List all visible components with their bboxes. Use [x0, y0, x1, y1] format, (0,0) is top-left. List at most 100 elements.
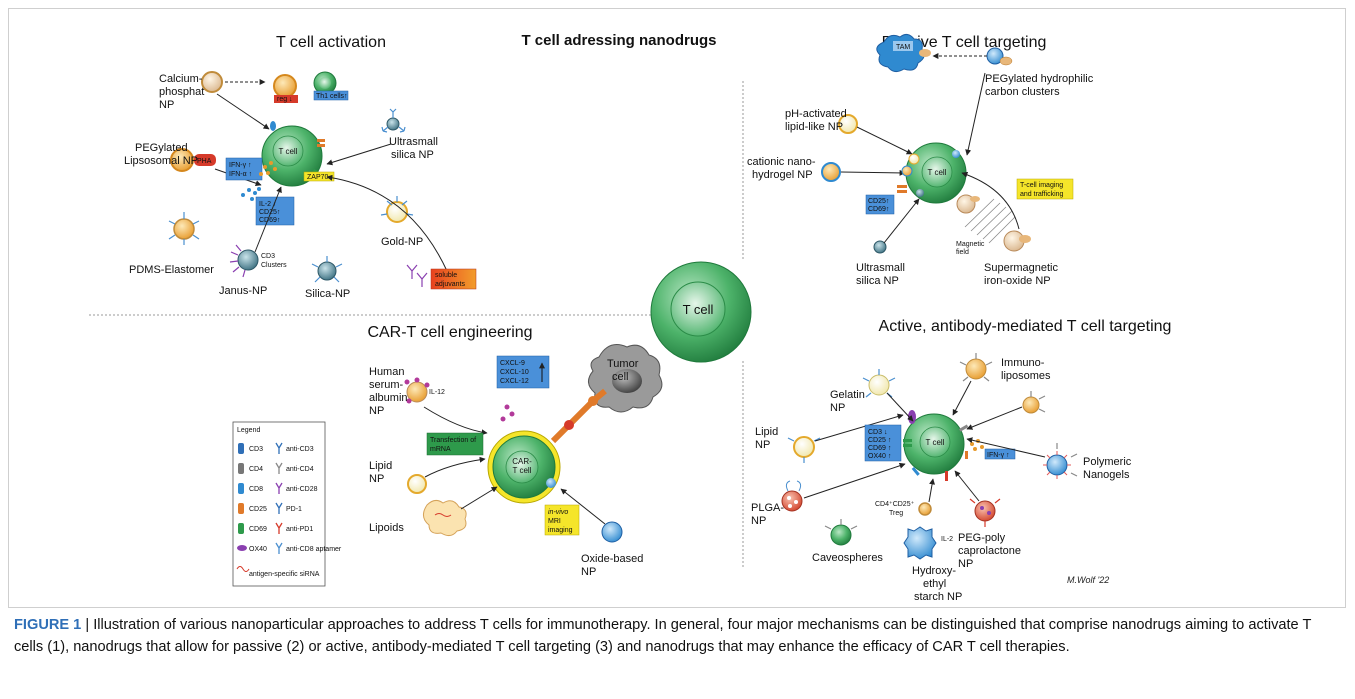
active-hes-label-2: ethyl [923, 578, 946, 590]
legend-item-left: CD3 [249, 446, 263, 453]
legend-symbol-cd69 [238, 523, 244, 534]
passive-cationic-label-1: cationic nano- [747, 156, 816, 168]
activation-calcium-label-2: phosphat [159, 86, 204, 98]
legend-item-left: OX40 [249, 546, 267, 553]
legend-antibody-icon [275, 542, 283, 554]
activation-calcium-label-1: Calcium- [159, 73, 203, 85]
cart-lipid-label-1: Lipid [369, 460, 392, 472]
legend-item-left: CD8 [249, 486, 263, 493]
active-gelatin-label-2: NP [830, 402, 845, 414]
active-immuno-label-1: Immuno- [1001, 357, 1045, 369]
activation-gold-label: Gold-NP [381, 236, 423, 248]
active-immuno-label-2: liposomes [1001, 370, 1051, 382]
activation-ifn1-label: IFN-γ ↑ [229, 162, 252, 169]
passive-cd69-label: CD69↑ [868, 206, 889, 213]
section-passive-targeting: Passive T cell targeting TAM PEGylated h… [747, 33, 1094, 287]
caption-text: Illustration of various nanoparticular a… [14, 617, 1312, 655]
passive-cell-label: T cell [928, 168, 947, 177]
activation-adjuvants-2: adjuvants [435, 281, 465, 288]
activation-cd3-clusters-2: Clusters [261, 262, 287, 269]
active-ifn-label: IFN-γ ↑ [987, 452, 1010, 459]
caption-label: FIGURE 1 [14, 617, 82, 633]
passive-pegh-label-1: PEGylated hydrophilic [985, 73, 1094, 85]
legend-item-right: anti-CD4 [286, 466, 314, 473]
passive-tam-label: TAM [896, 44, 910, 51]
legend-symbol-ox40 [237, 545, 247, 551]
cart-il12-label: IL-12 [429, 389, 445, 396]
passive-magnetic-label-2: field [956, 249, 969, 256]
activation-th1-label: Th1 cells↑ [316, 93, 348, 100]
legend-item-right: anti-CD3 [286, 446, 314, 453]
activation-zap70-label: ZAP70 [307, 174, 329, 181]
activation-pha-label: PHA [197, 158, 212, 165]
section-t-cell-activation: T cell activation T cell Calcium- phosph… [124, 34, 477, 300]
legend-item-right: anti-PD1 [286, 526, 313, 533]
passive-imaging-label-1: T-cell imaging [1020, 182, 1063, 189]
activation-janus-label: Janus-NP [219, 285, 267, 297]
active-plga-label-1: PLGA- [751, 502, 784, 514]
legend-title: Legend [237, 427, 260, 434]
legend-item-left: CD4 [249, 466, 263, 473]
legend-item-right: PD-1 [286, 506, 302, 513]
figure-panel: T cell adressing nanodrugs T cell T cell… [8, 8, 1346, 608]
cart-hsa-label-2: serum- [369, 379, 404, 391]
legend-symbol-cd25 [238, 503, 244, 514]
legend-symbol-cd4 [238, 463, 244, 474]
passive-iron-label-2: iron-oxide NP [984, 275, 1051, 287]
activation-pdms-label: PDMS-Elastomer [129, 264, 214, 276]
activation-title: T cell activation [276, 34, 386, 51]
cart-hsa-label-4: NP [369, 405, 384, 417]
cart-cell-label-1: CAR- [512, 457, 532, 466]
figure-diagram: T cell adressing nanodrugs T cell T cell… [89, 32, 1172, 603]
cart-lipid-label-2: NP [369, 473, 384, 485]
legend-sirna-label: antigen-specific siRNA [249, 571, 320, 578]
passive-iron-label-1: Supermagnetic [984, 262, 1058, 274]
passive-pegh-label-2: carbon clusters [985, 86, 1060, 98]
cart-mri-label-3: imaging [548, 527, 573, 534]
active-cd69-label: CD69 ↑ [868, 445, 891, 452]
cart-hsa-label-1: Human [369, 366, 404, 378]
activation-silica-label: Silica-NP [305, 288, 350, 300]
passive-magnetic-label-1: Magnetic [956, 241, 985, 248]
activation-treg-label: reg ↓ [277, 96, 293, 103]
activation-cell-label: T cell [279, 147, 298, 156]
activation-peg-label-1: PEGylated [135, 142, 188, 154]
active-lipid-label-2: NP [755, 439, 770, 451]
active-hes-label-3: starch NP [914, 591, 962, 603]
cart-transf-label-1: Transfection of [430, 437, 476, 444]
activation-adjuvants-1: soluble [435, 272, 457, 279]
activation-il2-label: IL-2 ↑ [259, 201, 277, 208]
cart-oxide-label-1: Oxide-based [581, 553, 643, 565]
passive-phlip-label-1: pH-activated [785, 108, 847, 120]
legend-symbol-cd8 [238, 483, 244, 494]
activation-peg-label-2: Lipsosomal NP [124, 155, 198, 167]
cart-title: CAR-T cell engineering [367, 324, 532, 341]
active-treg-label-2: Treg [889, 510, 903, 517]
cart-cell-label-2: T cell [513, 466, 532, 475]
passive-imaging-label-2: and trafficking [1020, 191, 1064, 198]
cart-oxide-label-2: NP [581, 566, 596, 578]
active-poly-label-1: Polymeric [1083, 456, 1132, 468]
activation-cd3-clusters-1: CD3 [261, 253, 275, 260]
legend-antibody-icon [275, 482, 283, 494]
legend-antibody-icon [275, 442, 283, 454]
active-il2-label: IL-2 [941, 536, 953, 543]
activation-ifn2-label: IFN-α ↑ [229, 171, 252, 178]
cart-hsa-label-3: albumin [369, 392, 408, 404]
signature: M.Wolf '22 [1067, 575, 1109, 585]
passive-phlip-label-2: lipid-like NP [785, 121, 843, 133]
active-pcl-label-3: NP [958, 558, 973, 570]
activation-cd69-label: CD69↑ [259, 217, 280, 224]
active-title: Active, antibody-mediated T cell targeti… [879, 318, 1172, 335]
center-t-cell: T cell [650, 261, 752, 363]
passive-cd25-label: CD25↑ [868, 198, 889, 205]
active-treg-label-1: CD4⁺CD25⁺ [875, 501, 915, 508]
legend-item-left: CD69 [249, 526, 267, 533]
cart-cxcl10-label: CXCL-10 [500, 369, 529, 376]
legend-antibody-icon [275, 522, 283, 534]
legend-antibody-icon [275, 462, 283, 474]
activation-cd25-label: CD25↑ [259, 209, 280, 216]
cart-tumor-label-1: Tumor [607, 358, 639, 370]
cart-mri-label-1: in-vivo [548, 509, 568, 516]
